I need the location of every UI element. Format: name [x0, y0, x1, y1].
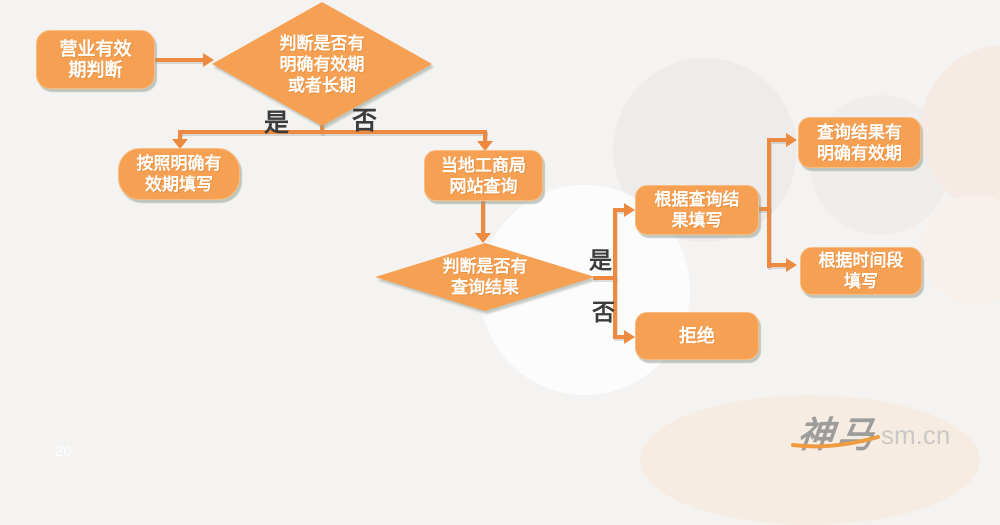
- connector-decision1-stem: [320, 122, 324, 134]
- connector-branch-reject: [617, 335, 625, 339]
- connector-branch-bar: [178, 130, 487, 134]
- connector-branch-result-validity: [771, 138, 787, 142]
- arrowhead-into-fill-explicit: [172, 139, 188, 149]
- node-website-query: 当地工商局 网站查询: [424, 150, 543, 201]
- connector-trunk-1: [613, 208, 617, 339]
- shenma-domain-text: sm.cn: [881, 420, 951, 450]
- arrowhead-into-fill-by-period: [786, 258, 797, 272]
- node-decision-result: 判断是否有 查询结果: [375, 243, 595, 311]
- page-number: 20: [55, 443, 72, 460]
- connector-fill-by-result-out: [757, 207, 771, 211]
- edge-label-no-1: 否: [352, 107, 378, 135]
- bg-circle-peach-right: [920, 195, 1000, 305]
- node-fill-explicit: 按照明确有 效期填写: [118, 148, 240, 200]
- node-decision-validity: 判断是否有 明确有效期 或者长期: [212, 2, 432, 126]
- connector-trunk-2: [767, 138, 771, 268]
- node-fill-by-period: 根据时间段 填写: [800, 247, 922, 295]
- arrowhead-into-result-validity: [786, 133, 797, 147]
- connector-yes1-drop: [178, 130, 182, 142]
- connector-start-to-decision1: [155, 58, 205, 62]
- edge-label-yes-1: 是: [264, 109, 290, 137]
- flowchart-canvas: 营业有效 期判断 判断是否有 明确有效期 或者长期 按照明确有 效期填写 当地工…: [36, 2, 1000, 525]
- shenma-swoosh-icon: [791, 435, 880, 449]
- node-fill-by-result: 根据查询结 果填写: [635, 185, 759, 235]
- edge-label-no-2: 否: [592, 299, 615, 325]
- connector-branch-fill-by-result: [617, 208, 625, 212]
- connector-branch-fill-by-period: [771, 263, 787, 267]
- connector-query-to-decision2: [481, 199, 485, 235]
- node-result-validity: 查询结果有 明确有效期: [798, 117, 921, 168]
- edge-label-yes-2: 是: [589, 247, 612, 273]
- connector-no1-drop: [483, 130, 487, 143]
- arrowhead-into-reject: [624, 330, 635, 344]
- node-reject: 拒绝: [635, 312, 759, 360]
- arrowhead-into-decision2: [475, 233, 491, 243]
- arrowhead-into-website-query: [477, 141, 493, 151]
- node-start: 营业有效 期判断: [36, 30, 155, 89]
- arrowhead-into-fill-by-result: [624, 203, 635, 217]
- connector-decision2-out: [593, 276, 617, 280]
- arrowhead-into-decision1: [203, 53, 214, 67]
